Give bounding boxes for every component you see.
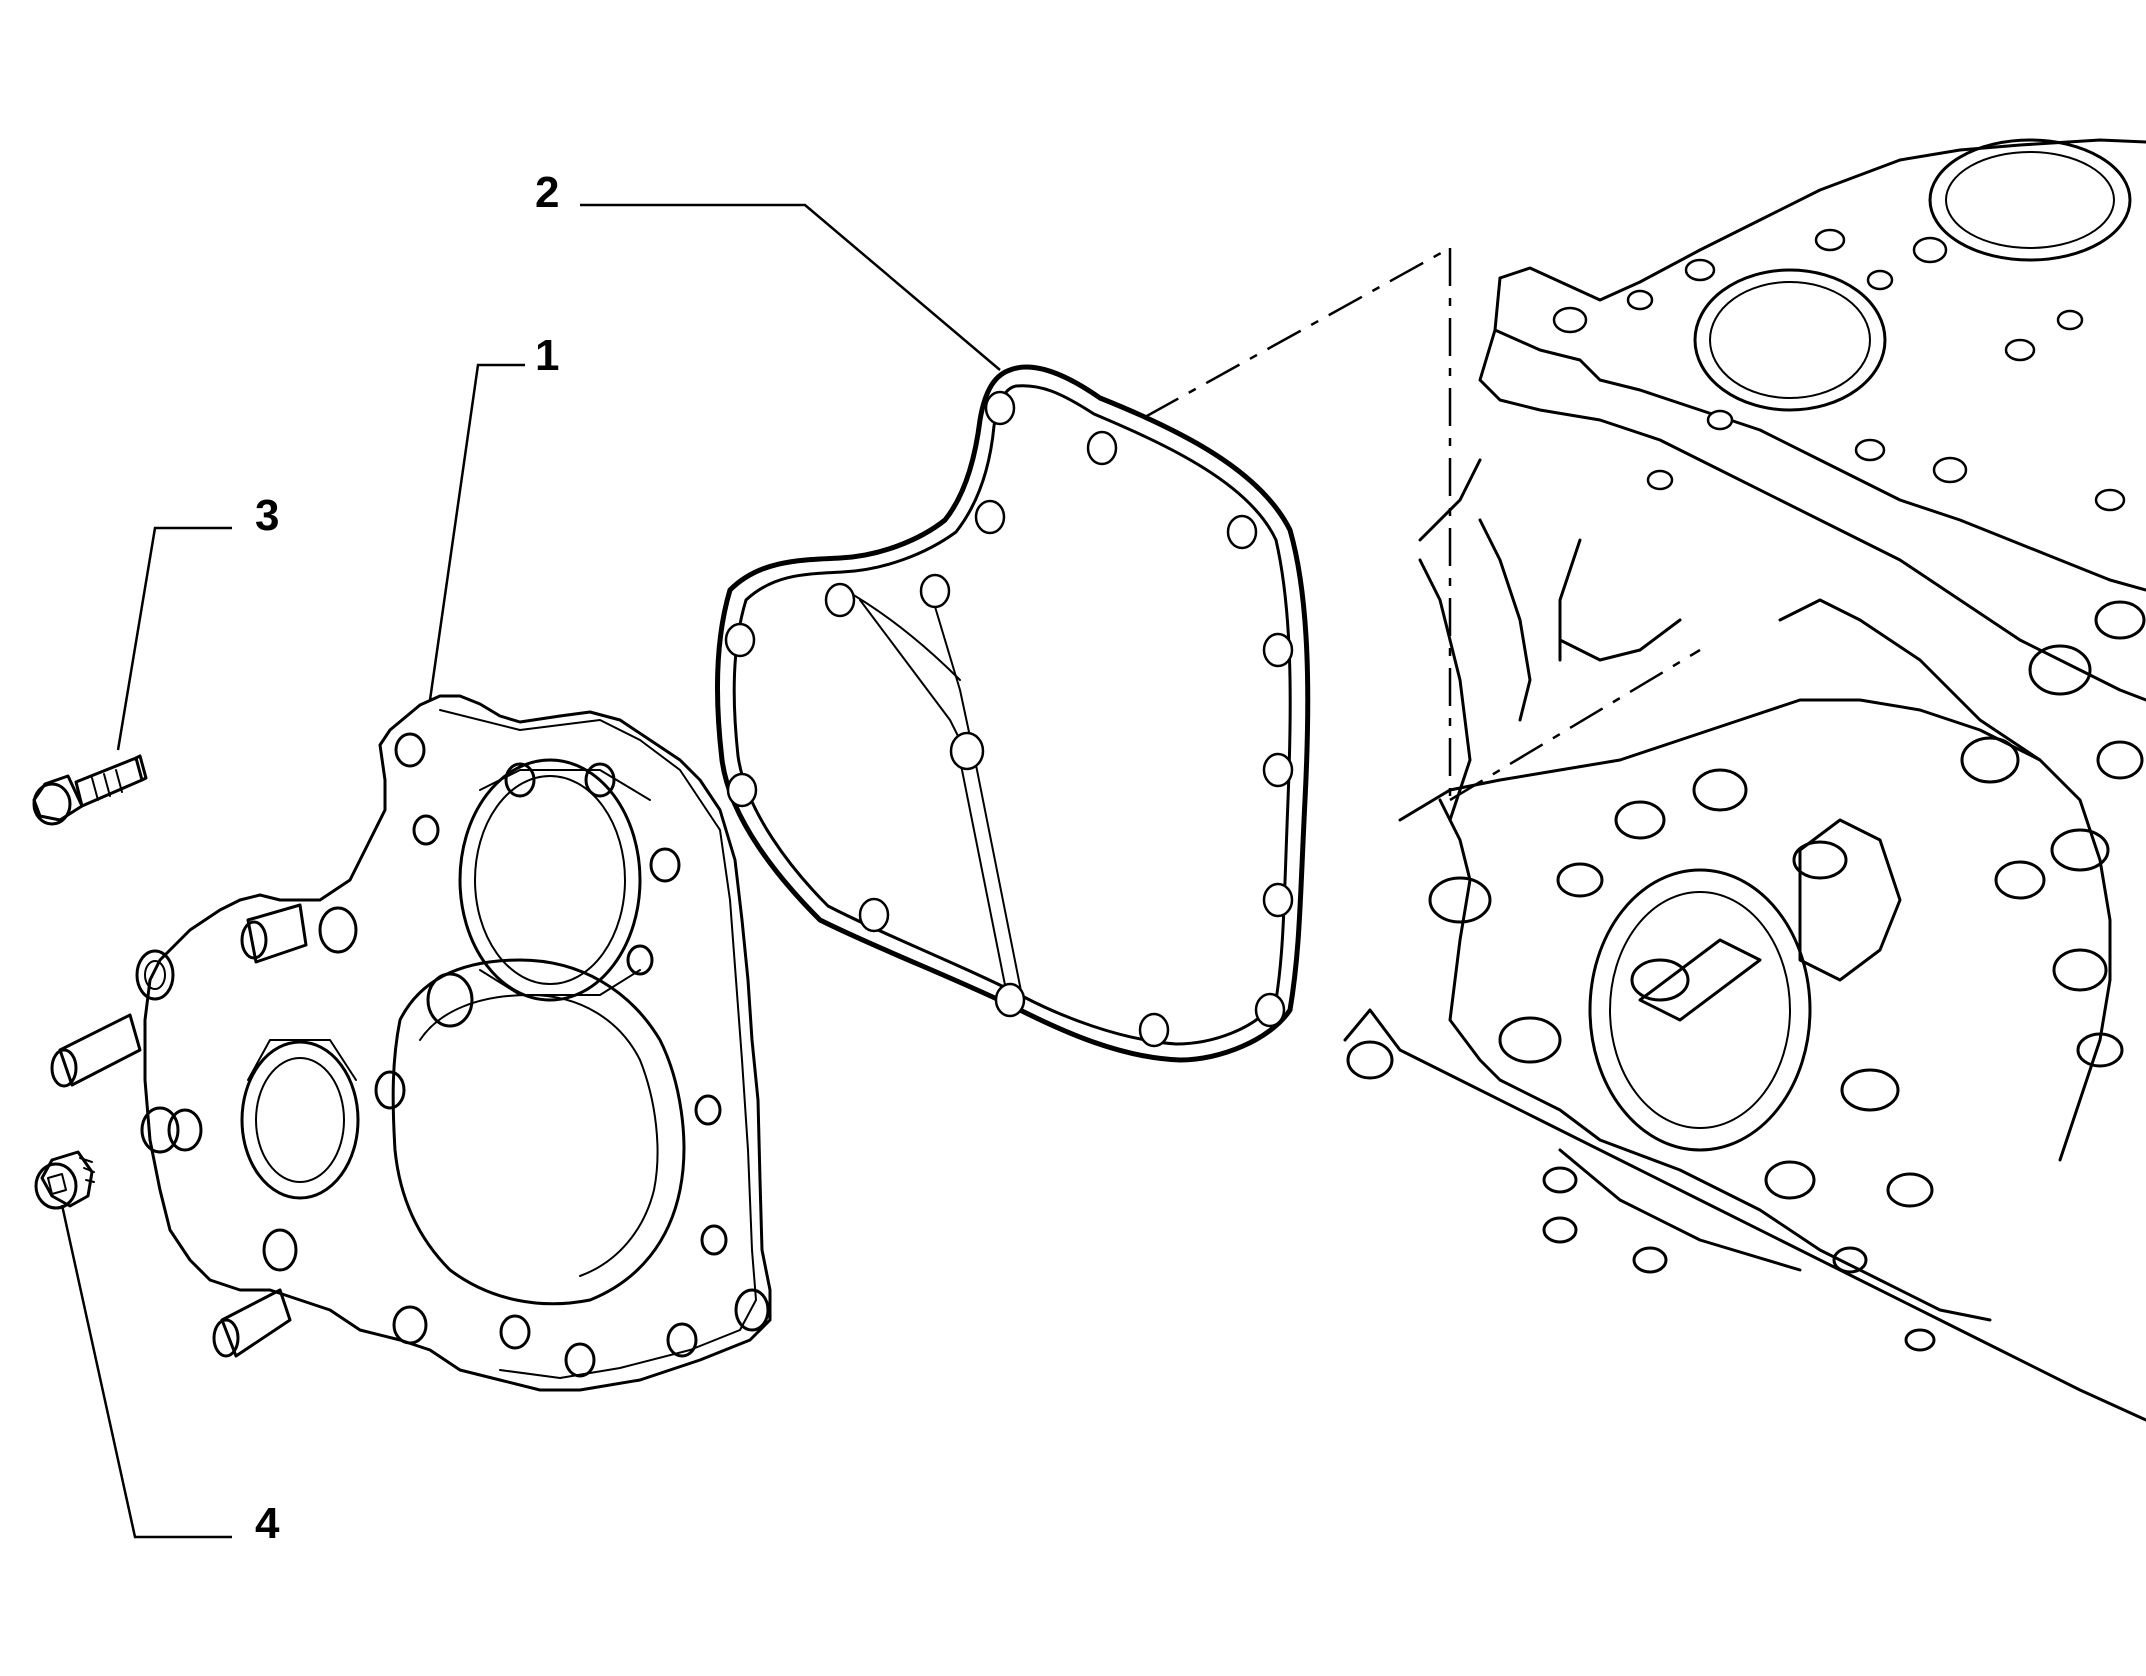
callout-4: 4 [255, 1499, 280, 1548]
assembly-reference-lines [1144, 246, 1701, 802]
callout-1: 1 [535, 331, 559, 380]
threaded-plug [34, 1150, 95, 1210]
gasket [714, 364, 1311, 1063]
engine-block [1343, 138, 2146, 1422]
leader-lines [60, 203, 1001, 1539]
timing-cover [50, 694, 772, 1392]
callout-3: 3 [255, 491, 279, 540]
flange-bolt [32, 754, 148, 826]
callout-2: 2 [535, 168, 559, 217]
